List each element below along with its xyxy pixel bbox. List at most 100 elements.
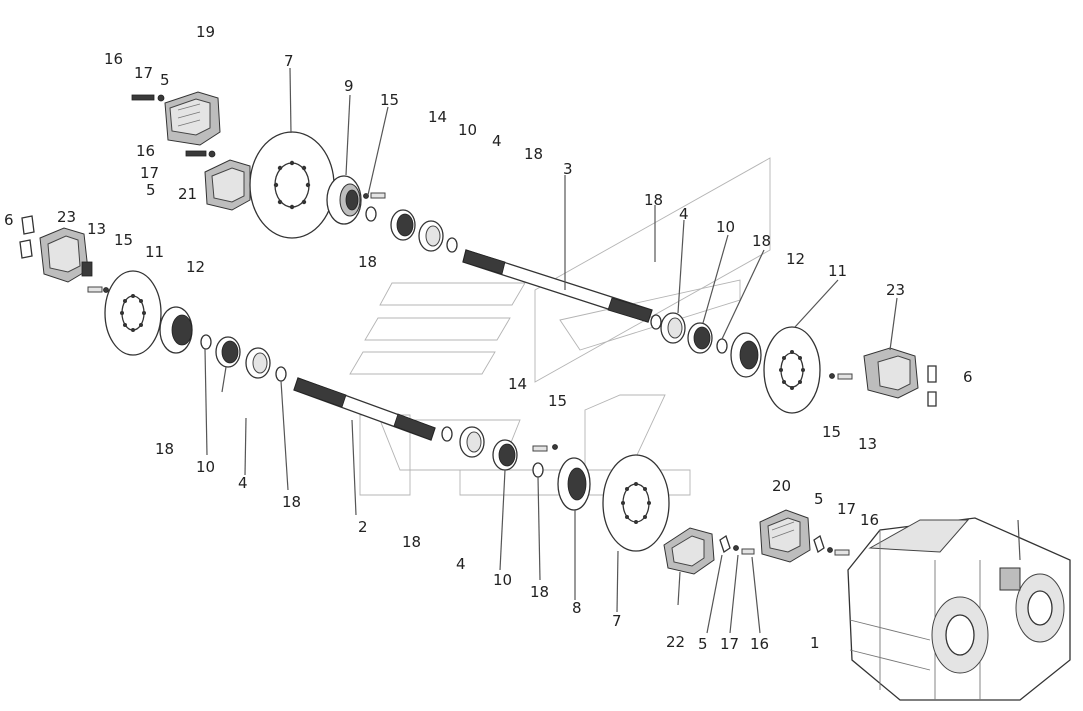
- upper-bolt-2: [185, 150, 216, 158]
- callout-11: 11: [828, 262, 847, 280]
- callout-13: 13: [87, 220, 106, 238]
- left-ring-18b: [275, 366, 287, 382]
- upper-ring-b: [446, 237, 458, 253]
- callout-18: 18: [524, 145, 543, 163]
- callout-10: 10: [196, 458, 215, 476]
- lower-shaft-ring: [441, 426, 453, 442]
- callout-18: 18: [358, 253, 377, 271]
- right-caliper-23: [863, 347, 919, 399]
- callout-18: 18: [644, 191, 663, 209]
- callout-19: 19: [196, 23, 215, 41]
- upper-brake-disc-7: [249, 131, 335, 239]
- callout-1: 1: [810, 634, 820, 652]
- callout-15: 15: [548, 392, 567, 410]
- callout-3: 3: [563, 160, 573, 178]
- leader-lines: [204, 67, 1021, 634]
- callout-5: 5: [814, 490, 824, 508]
- callout-18: 18: [752, 232, 771, 250]
- right-ring-18: [716, 338, 728, 354]
- left-hub-12: [159, 306, 193, 354]
- caliper-bracket-21: [204, 159, 251, 211]
- callout-4: 4: [238, 474, 248, 492]
- upper-ring-a: [365, 206, 377, 222]
- callout-7: 7: [284, 52, 294, 70]
- upper-shaft-ring: [650, 314, 662, 330]
- callout-20: 20: [772, 477, 791, 495]
- lower-washers-5-17: [719, 534, 755, 555]
- lower-ring-18: [532, 462, 544, 478]
- lower-bolt-15: [532, 444, 558, 452]
- right-hub-12: [730, 332, 762, 378]
- caliper-bracket-22: [663, 527, 715, 575]
- lower-bearing-10: [492, 439, 518, 471]
- callout-15: 15: [114, 231, 133, 249]
- left-cup-4: [245, 347, 271, 379]
- left-bearing-10: [215, 336, 241, 368]
- callout-4: 4: [679, 205, 689, 223]
- right-cup-4: [660, 312, 686, 344]
- upper-bearing-10: [390, 209, 416, 241]
- callout-9: 9: [344, 77, 354, 95]
- callout-16: 16: [860, 511, 879, 529]
- upper-caliper-19: [164, 91, 221, 146]
- callout-7: 7: [612, 612, 622, 630]
- callout-16: 16: [136, 142, 155, 160]
- callout-18: 18: [530, 583, 549, 601]
- callout-10: 10: [716, 218, 735, 236]
- callout-4: 4: [456, 555, 466, 573]
- callout-15: 15: [380, 91, 399, 109]
- callout-2: 2: [358, 518, 368, 536]
- upper-hub-9: [326, 175, 362, 225]
- callout-17: 17: [134, 64, 153, 82]
- left-caliper-23: [39, 227, 93, 283]
- callout-15: 15: [822, 423, 841, 441]
- callout-8: 8: [572, 599, 582, 617]
- lower-caliper-20: [759, 509, 811, 563]
- callout-12: 12: [186, 258, 205, 276]
- right-brake-disc-11: [763, 326, 821, 414]
- callout-23: 23: [886, 281, 905, 299]
- callout-4: 4: [492, 132, 502, 150]
- lower-hub-8: [557, 457, 591, 511]
- callout-13: 13: [858, 435, 877, 453]
- lower-brake-disc-7: [602, 454, 670, 552]
- upper-cup-4: [418, 220, 444, 252]
- callout-22: 22: [666, 633, 685, 651]
- callout-6: 6: [4, 211, 14, 229]
- callout-21: 21: [178, 185, 197, 203]
- callout-16: 16: [750, 635, 769, 653]
- upper-shaft-3: [462, 249, 653, 323]
- callout-17: 17: [837, 500, 856, 518]
- callout-10: 10: [493, 571, 512, 589]
- callout-14: 14: [508, 375, 527, 393]
- callout-11: 11: [145, 243, 164, 261]
- callout-6: 6: [963, 368, 973, 386]
- left-brake-disc-11: [104, 270, 162, 356]
- right-bolt-15: [829, 373, 853, 380]
- callout-18: 18: [155, 440, 174, 458]
- callout-17: 17: [140, 164, 159, 182]
- callout-12: 12: [786, 250, 805, 268]
- left-bolt-15: [87, 286, 109, 293]
- callout-16: 16: [104, 50, 123, 68]
- callout-5: 5: [160, 71, 170, 89]
- callout-18: 18: [402, 533, 421, 551]
- callout-5: 5: [698, 635, 708, 653]
- lower-cup-4: [459, 426, 485, 458]
- callout-labels: 19 16 17 5 7 9 15 14 10 4 18 3 16 17 5 2…: [4, 23, 973, 653]
- callout-14: 14: [428, 108, 447, 126]
- right-clip-6: [927, 365, 937, 407]
- lower-bolt-16: [813, 534, 850, 556]
- callout-23: 23: [57, 208, 76, 226]
- lower-shaft-2: [293, 377, 436, 441]
- callout-10: 10: [458, 121, 477, 139]
- right-bearing-10: [687, 322, 713, 354]
- gearbox-housing-1: [847, 517, 1071, 701]
- callout-18: 18: [282, 493, 301, 511]
- callout-17: 17: [720, 635, 739, 653]
- callout-5: 5: [146, 181, 156, 199]
- upper-bolt-1: [131, 94, 165, 102]
- left-ring-18: [200, 334, 212, 350]
- left-clip-6: [19, 215, 35, 259]
